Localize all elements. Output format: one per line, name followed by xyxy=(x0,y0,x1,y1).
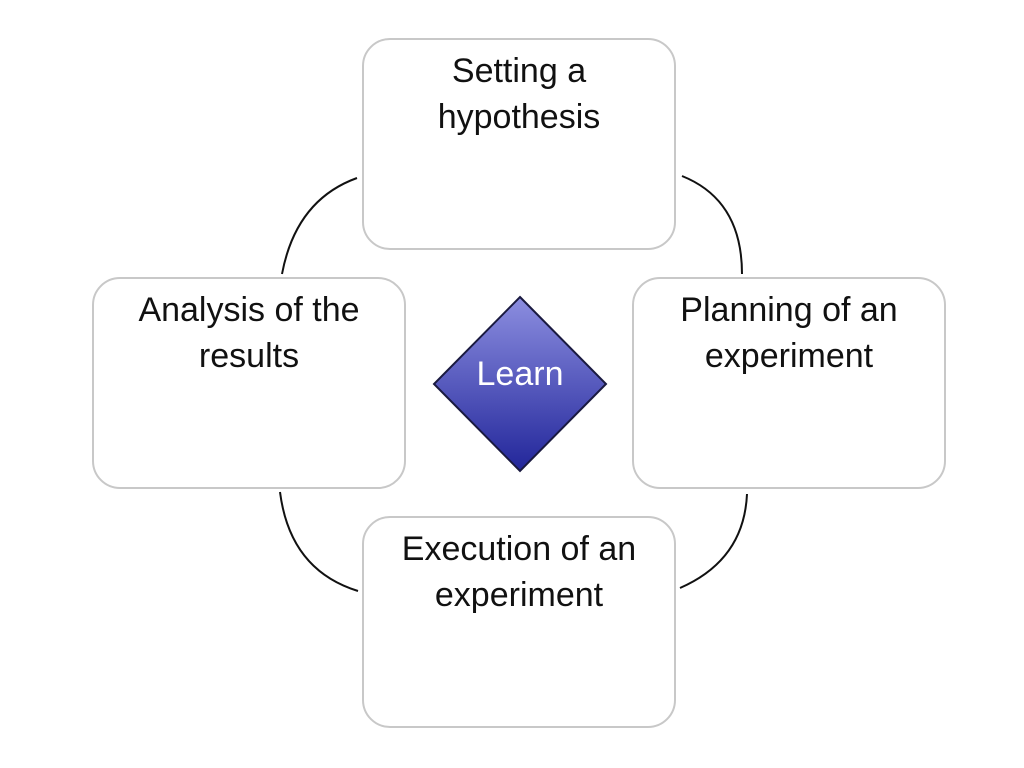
center-diamond xyxy=(432,295,608,473)
connector-right-bottom xyxy=(679,493,748,589)
step-label: Execution of an experiment xyxy=(401,530,637,614)
step-label: Planning of an experiment xyxy=(680,291,898,375)
connector-bottom-left xyxy=(279,491,359,592)
step-box-setting-hypothesis: Setting a hypothesis xyxy=(362,38,676,250)
connector-left-top xyxy=(281,177,358,275)
step-box-analysis-results: Analysis of the results xyxy=(92,277,406,489)
step-label: Setting a hypothesis xyxy=(437,52,601,136)
center-label: Learn xyxy=(476,355,564,393)
step-box-execution-experiment: Execution of an experiment xyxy=(362,516,676,728)
step-label: Analysis of the results xyxy=(138,291,360,375)
step-box-planning-experiment: Planning of an experiment xyxy=(632,277,946,489)
connector-top-right xyxy=(681,175,743,275)
